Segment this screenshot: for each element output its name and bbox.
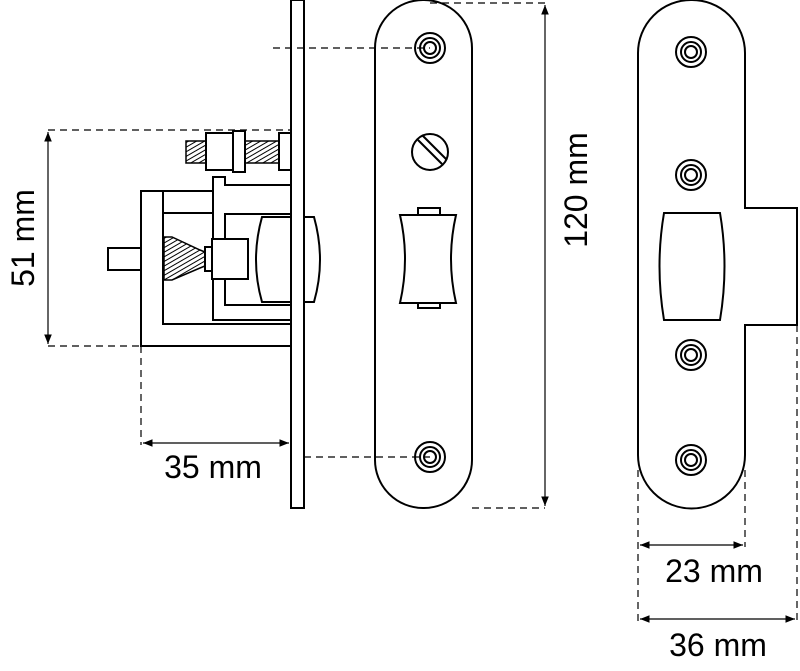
spring-block <box>211 238 249 280</box>
faceplate-front-view <box>273 0 473 509</box>
side-view <box>107 0 321 509</box>
nut <box>205 132 234 171</box>
bolt-tip <box>303 216 321 303</box>
dimension-36mm: 36 mm <box>640 325 798 663</box>
bolt-front <box>398 214 458 304</box>
dimension-label: 23 mm <box>665 553 763 589</box>
screw-hole-icon <box>675 159 707 191</box>
washer <box>232 130 246 173</box>
dimension-label: 120 mm <box>558 132 594 248</box>
dimension-label: 36 mm <box>669 627 767 663</box>
slotted-screw-icon <box>411 133 449 171</box>
plunger-stem <box>107 247 142 271</box>
screw-hole-icon <box>675 339 707 371</box>
screw-hole-icon <box>675 36 707 68</box>
dimension-51mm: 51 mm <box>5 129 291 347</box>
strike-plate-view <box>637 0 798 510</box>
dimension-label: 51 mm <box>5 189 41 287</box>
dimension-35mm: 35 mm <box>140 346 289 485</box>
nut <box>278 132 292 171</box>
bolt <box>255 216 292 303</box>
dimension-120mm: 120 mm <box>430 2 594 509</box>
threaded-rod <box>185 140 207 164</box>
strike-opening <box>658 212 726 321</box>
dimension-23mm: 23 mm <box>637 470 763 622</box>
dimension-label: 35 mm <box>164 449 262 485</box>
faceplate-side <box>290 0 305 509</box>
screw-hole-icon <box>675 444 707 476</box>
